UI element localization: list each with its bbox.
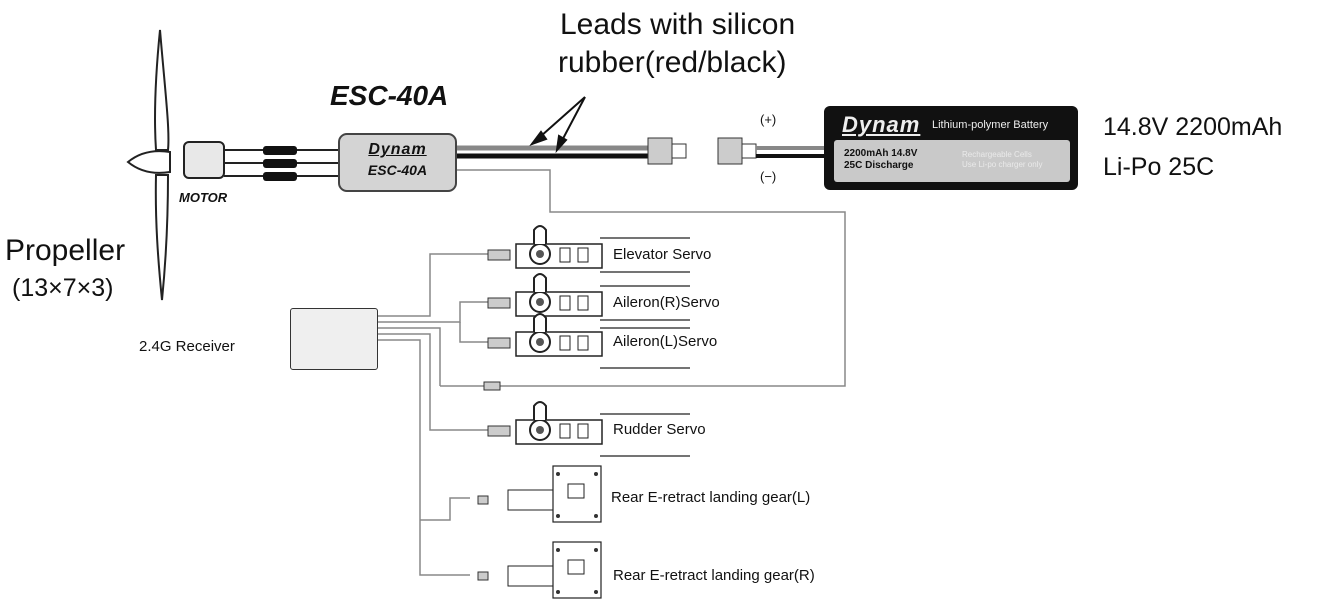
plus-label: (+)	[760, 112, 777, 127]
propeller-drawing	[126, 29, 225, 301]
esc-model: ESC-40A	[367, 162, 428, 178]
battery-pack: Dynam Lithium-polymer Battery 2200mAh 14…	[824, 106, 1078, 190]
battery-type: Lithium-polymer Battery	[932, 119, 1049, 131]
battery-warning: Rechargeable Cells Use Li-po charger onl…	[962, 150, 1043, 169]
receiver-unit	[290, 308, 378, 370]
motor-label: MOTOR	[179, 190, 228, 205]
landing-gear-right-label: Rear E-retract landing gear(R)	[613, 567, 815, 584]
propeller-label: Propeller	[5, 234, 126, 267]
landing-gear-left-label: Rear E-retract landing gear(L)	[611, 489, 811, 506]
leads-arrows	[529, 96, 586, 154]
leads-label-line2: rubber(red/black)	[558, 46, 787, 79]
esc-brand: Dynam	[368, 141, 427, 158]
receiver-label: 2.4G Receiver	[139, 338, 235, 355]
aileron-r-servo-label: Aileron(R)Servo	[613, 294, 720, 311]
battery-type-label: Li-Po 25C	[1103, 153, 1215, 181]
receiver-wires	[376, 253, 500, 576]
battery-voltage-label: 14.8V 2200mAh	[1103, 113, 1283, 141]
battery-brand: Dynam	[842, 112, 921, 137]
minus-label: (−)	[760, 169, 777, 184]
rudder-servo-label: Rudder Servo	[613, 421, 706, 438]
aileron-l-servo-label: Aileron(L)Servo	[613, 333, 718, 350]
battery-capacity: 2200mAh 14.8V	[844, 148, 918, 159]
leads-label-line1: Leads with silicon	[560, 8, 796, 41]
propeller-size-label: (13×7×3)	[12, 274, 114, 302]
esc-unit: Dynam ESC-40A	[338, 133, 457, 192]
elevator-servo-label: Elevator Servo	[613, 246, 712, 263]
battery-label-panel: 2200mAh 14.8V 25C Discharge Rechargeable…	[834, 140, 1070, 182]
esc-title: ESC-40A	[330, 80, 449, 111]
battery-discharge: 25C Discharge	[844, 160, 914, 171]
